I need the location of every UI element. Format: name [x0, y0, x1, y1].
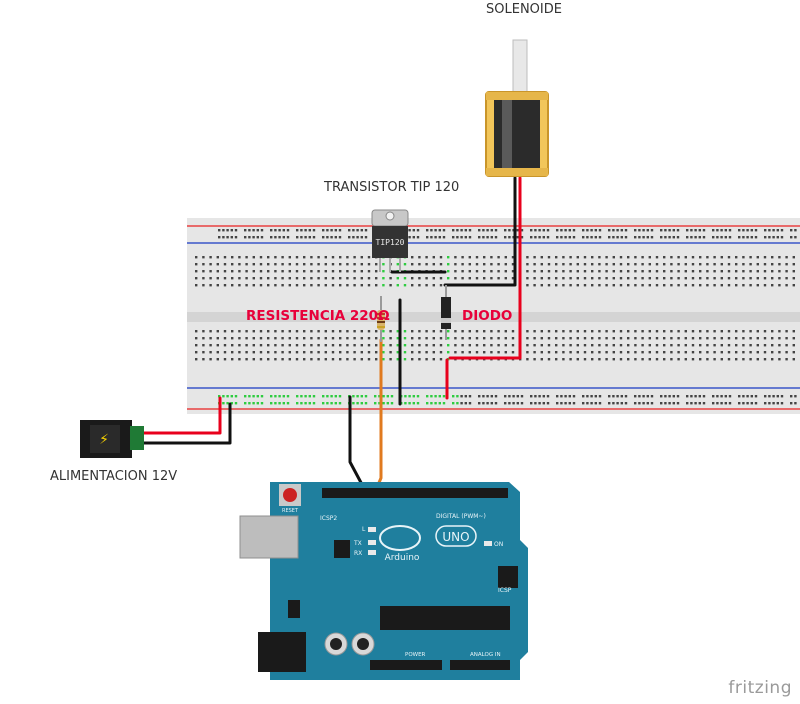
analog-pin-header [450, 660, 510, 670]
arduino-model: UNO [442, 530, 469, 544]
led-l-label: L [362, 526, 366, 533]
wire-black-solenoid [443, 176, 517, 287]
diode [441, 285, 451, 340]
solenoid [485, 39, 549, 177]
icsp2-label: ICSP2 [320, 515, 337, 522]
reset-label: RESET [282, 508, 299, 514]
dc-jack: ⚡ [80, 420, 144, 458]
transistor-marking: TIP120 [376, 238, 405, 247]
label-resistor: RESISTENCIA 220Ω [246, 308, 390, 324]
led-rx-label: RX [354, 550, 362, 557]
label-transistor: TRANSISTOR TIP 120 [324, 180, 460, 195]
led-on-label: ON [494, 541, 503, 548]
label-power: ALIMENTACION 12V [50, 469, 178, 484]
power-pin-header [370, 660, 442, 670]
svg-text:⚡: ⚡ [99, 432, 109, 448]
power-header-label: POWER [405, 652, 426, 658]
icsp-label: ICSP [498, 587, 512, 594]
led-tx-label: TX [353, 540, 362, 547]
wire-red-solenoid [448, 176, 522, 360]
digital-header [322, 488, 508, 498]
digital-label: DIGITAL (PWM~) [436, 513, 486, 520]
arduino-brand: Arduino [385, 553, 420, 563]
arduino-uno: RESET L TX RX ON Arduino UNO ICSP2 DIGIT… [239, 482, 528, 680]
analog-header-label: ANALOG IN [470, 652, 501, 658]
wire-red-power [138, 396, 222, 435]
label-solenoid: SOLENOIDE [486, 2, 562, 17]
wire-black-power [138, 402, 232, 445]
resistor [377, 296, 385, 342]
transistor: TIP120 [371, 209, 409, 272]
fritzing-watermark: fritzing [728, 678, 792, 698]
label-diode: DIODO [462, 308, 513, 324]
